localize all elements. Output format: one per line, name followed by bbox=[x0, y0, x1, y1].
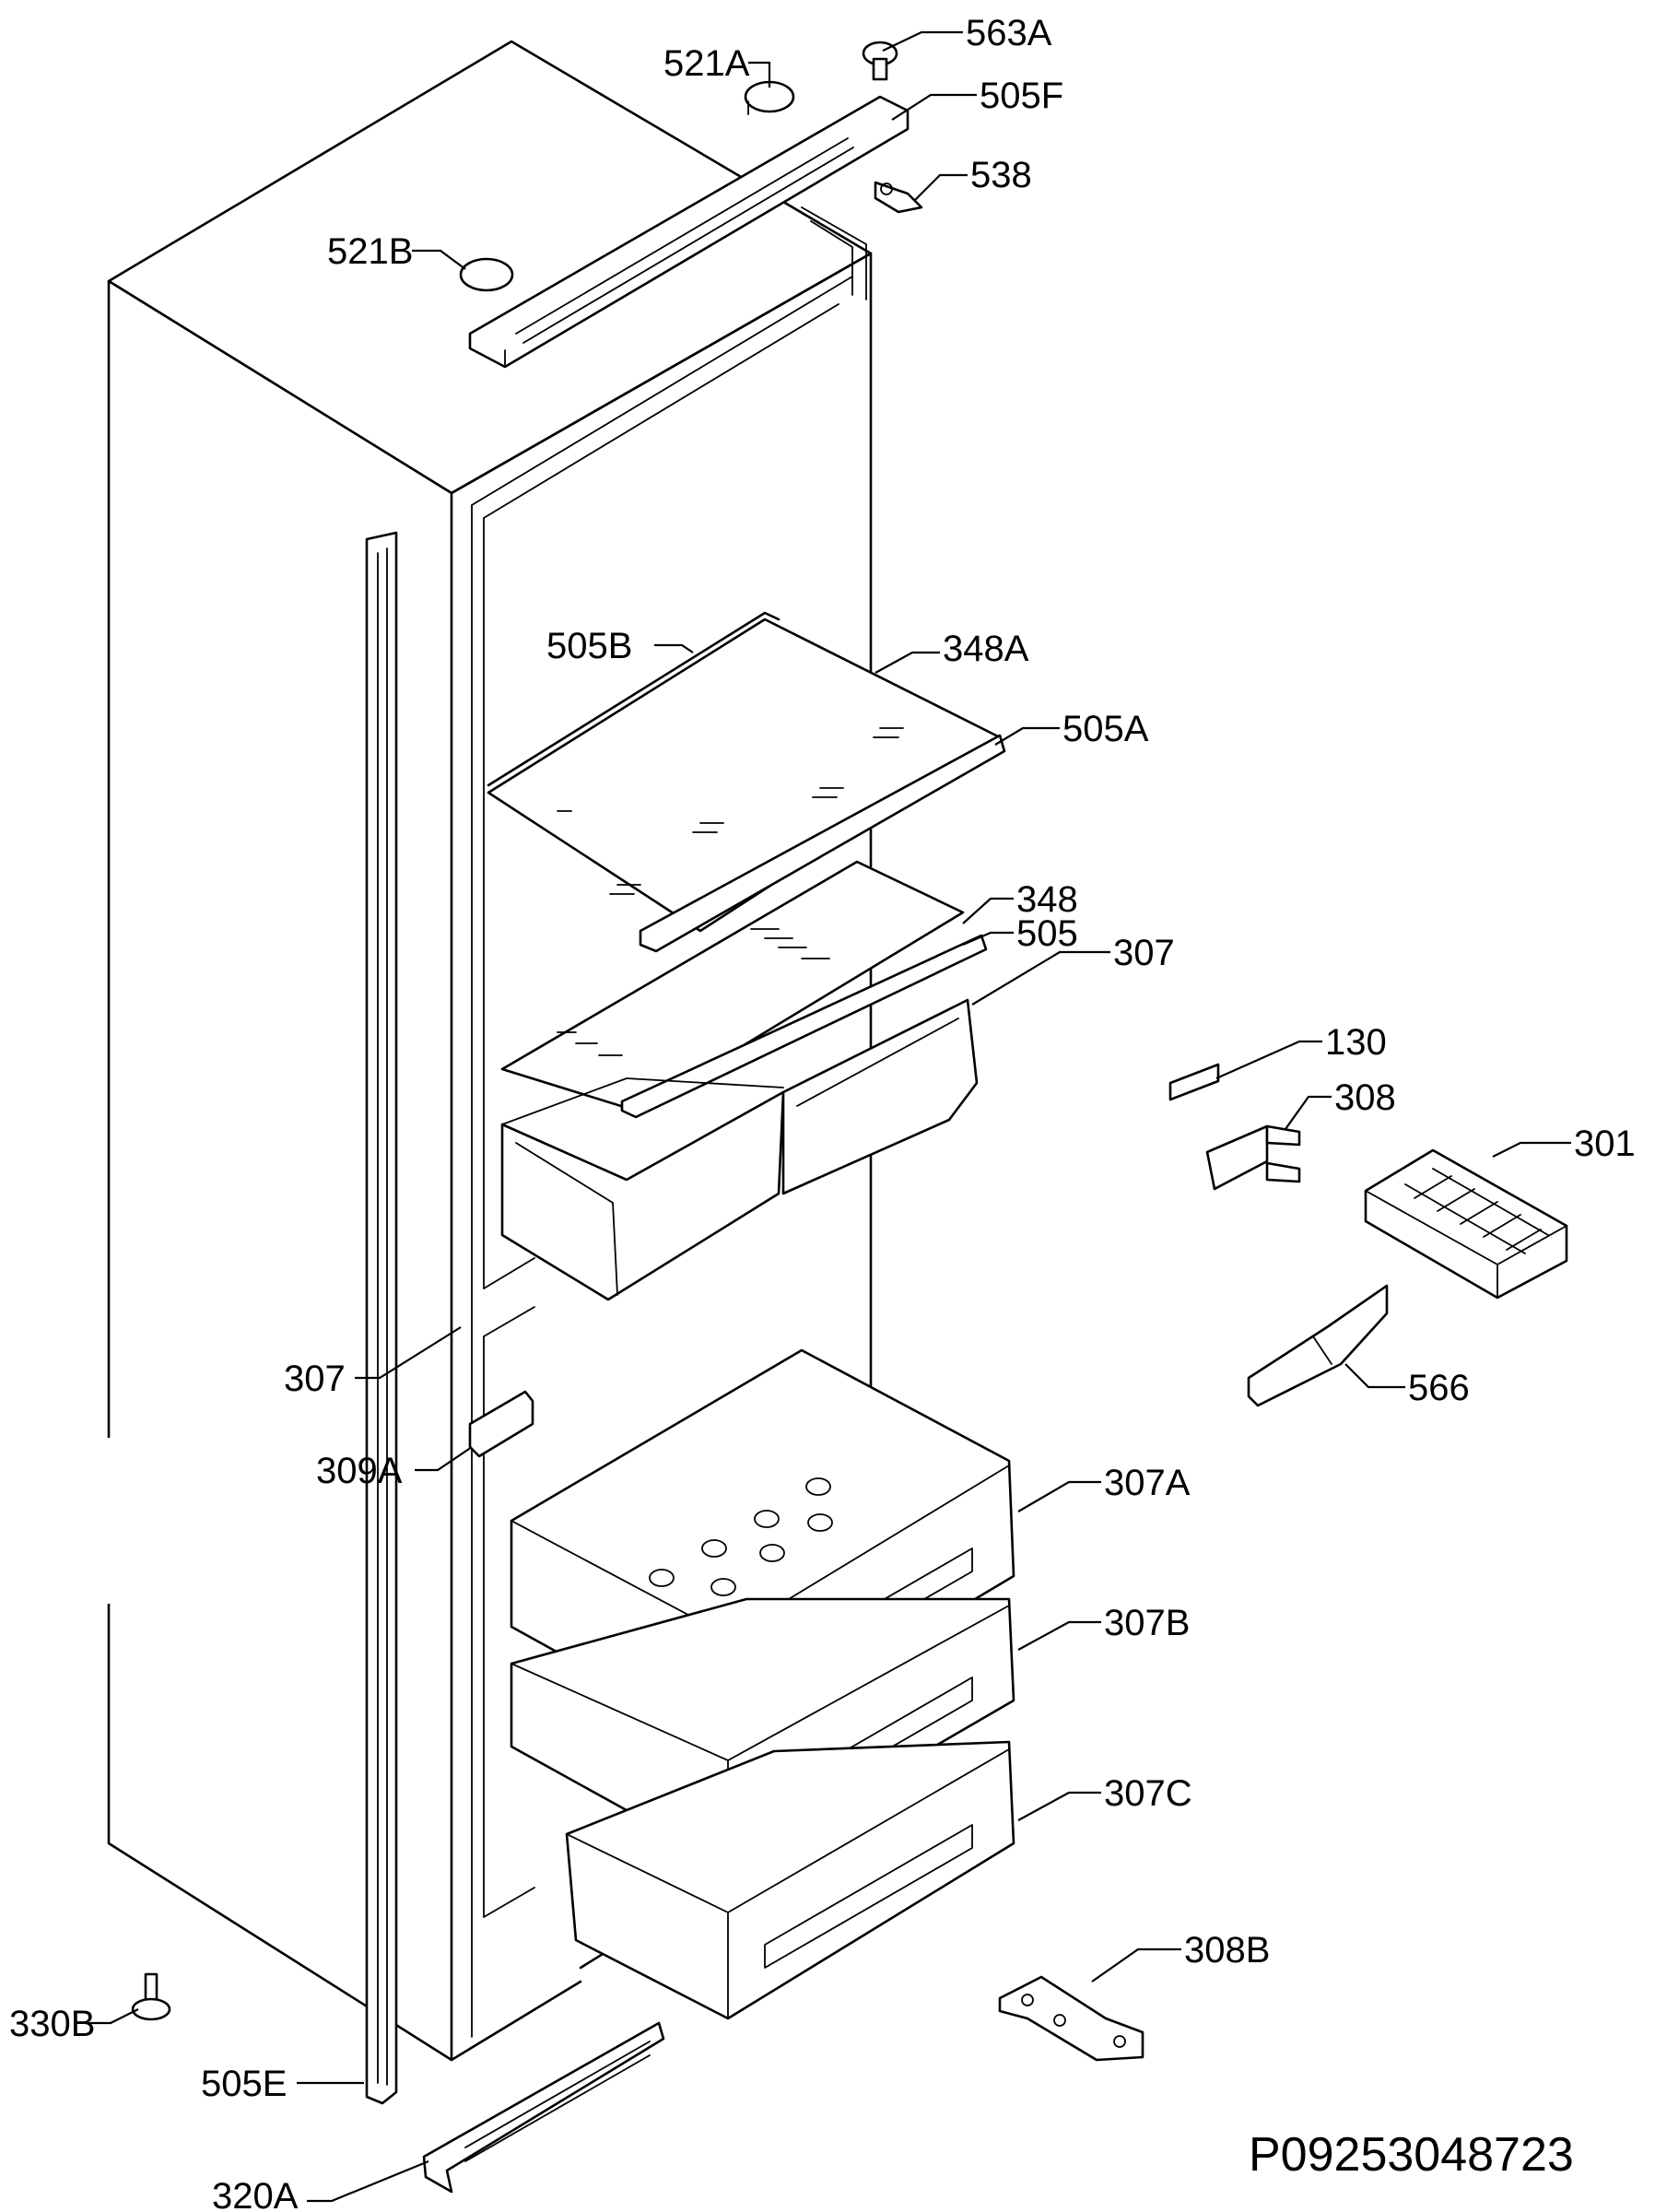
label-307B: 307B bbox=[1104, 1603, 1190, 1643]
drawing-number: P09253048723 bbox=[1249, 2128, 1574, 2182]
interior-back-corner-2 bbox=[810, 220, 853, 296]
opening-lower-top bbox=[483, 1306, 535, 1337]
rail-slot bbox=[515, 137, 849, 335]
label-521B: 521B bbox=[327, 231, 413, 272]
label-308: 308 bbox=[1334, 1077, 1396, 1118]
drawer-307-right bbox=[781, 998, 979, 1195]
label-307-top: 307 bbox=[1113, 933, 1175, 973]
drawer-307-rim bbox=[501, 1077, 784, 1125]
cabinet-front-bottom bbox=[450, 1980, 582, 2062]
shelf-348A-front-trim-505A bbox=[639, 734, 1006, 953]
scraper-body bbox=[1247, 1284, 1389, 1407]
cabinet-side bbox=[107, 279, 453, 2062]
hinge-308-tab-2 bbox=[1265, 1161, 1301, 1183]
label-521A: 521A bbox=[663, 43, 750, 84]
label-301: 301 bbox=[1574, 1124, 1636, 1164]
drawer-307B-body bbox=[510, 1597, 1015, 1868]
label-308B: 308B bbox=[1184, 1930, 1270, 1971]
rail-slot-2 bbox=[522, 147, 854, 344]
label-566: 566 bbox=[1408, 1368, 1470, 1408]
hinge-308B-plate bbox=[998, 1975, 1144, 2062]
screw-563A bbox=[862, 41, 898, 81]
shelf-348A-back-trim-505B bbox=[487, 611, 781, 787]
pivot-538-hole bbox=[880, 182, 893, 195]
ice-tray-301 bbox=[1364, 1148, 1568, 1300]
label-505F: 505F bbox=[980, 76, 1063, 116]
label-505A: 505A bbox=[1062, 709, 1149, 749]
drawer-307-right-rim bbox=[796, 1018, 959, 1107]
glass-shelf-348 bbox=[500, 860, 988, 1119]
cap-521B-body bbox=[459, 257, 514, 292]
grille-slots bbox=[464, 2041, 651, 2162]
crisper-drawers-307 bbox=[500, 998, 979, 1301]
pivot-538 bbox=[874, 181, 923, 214]
hinge-308B-hole-1 bbox=[1021, 1994, 1034, 2006]
part-labels: 563A 521A 505F 538 521B 505B 348A 505A 3… bbox=[9, 13, 1636, 2212]
label-307-left: 307 bbox=[284, 1359, 346, 1399]
freezer-drawer-307C bbox=[565, 1740, 1015, 2020]
label-505B: 505B bbox=[546, 626, 632, 666]
label-348: 348 bbox=[1016, 879, 1078, 920]
screw-330B-head bbox=[131, 1997, 171, 2021]
gasket-strip bbox=[365, 531, 398, 2105]
label-130: 130 bbox=[1325, 1022, 1387, 1063]
shelf-348-front-trim-505 bbox=[620, 934, 988, 1119]
ice-scraper-566 bbox=[1247, 1284, 1389, 1407]
hinge-308-plate bbox=[1205, 1124, 1269, 1191]
frame-inner-top bbox=[471, 276, 853, 506]
label-563A: 563A bbox=[966, 13, 1052, 53]
shelf-348-glass bbox=[500, 860, 965, 1112]
opening-upper-bottom bbox=[483, 1257, 535, 1289]
hinge-308 bbox=[1205, 1124, 1301, 1191]
pivot-538-body bbox=[874, 181, 923, 214]
door-gasket-505E bbox=[365, 531, 398, 2105]
opening-lower bbox=[483, 1335, 535, 1918]
label-348A: 348A bbox=[943, 629, 1029, 669]
scraper-fold bbox=[1312, 1335, 1332, 1365]
label-320A: 320A bbox=[212, 2176, 299, 2212]
label-538: 538 bbox=[970, 155, 1032, 195]
hinge-308B bbox=[998, 1975, 1144, 2062]
hinge-308-tab-1 bbox=[1265, 1124, 1301, 1147]
kick-grille-320A bbox=[422, 2021, 665, 2194]
clip-309A-body bbox=[468, 1390, 534, 1458]
screw-330B bbox=[131, 1972, 171, 2021]
label-330B: 330B bbox=[9, 2004, 95, 2044]
label-505: 505 bbox=[1016, 913, 1078, 954]
top-rail-505F bbox=[468, 95, 910, 369]
glass-marks-2 bbox=[557, 928, 830, 1056]
glass-shelf-348A bbox=[487, 611, 1006, 953]
clip-309A bbox=[468, 1390, 534, 1458]
interior-back-corner bbox=[801, 206, 867, 300]
cap-521B bbox=[459, 257, 514, 292]
part-130 bbox=[1168, 1063, 1220, 1101]
glass-marks-1 bbox=[557, 727, 904, 895]
ice-tray-cells bbox=[1404, 1168, 1549, 1254]
drawer-307-left bbox=[500, 1090, 785, 1301]
drawer-307-edge bbox=[515, 1142, 618, 1296]
label-309A: 309A bbox=[316, 1451, 403, 1491]
label-307C: 307C bbox=[1104, 1773, 1192, 1814]
ice-tray-body bbox=[1364, 1148, 1568, 1300]
leader-lines bbox=[85, 30, 1571, 2203]
label-505E: 505E bbox=[201, 2064, 287, 2104]
label-307A: 307A bbox=[1104, 1463, 1191, 1503]
hinge-308B-hole-3 bbox=[1113, 2035, 1126, 2048]
hinge-308B-hole-2 bbox=[1053, 2014, 1066, 2027]
drawer-307C-handle bbox=[764, 1824, 973, 1969]
screw-563A-shank bbox=[872, 57, 888, 81]
opening-upper-top bbox=[483, 303, 839, 519]
drawer-307A-holes bbox=[649, 1477, 833, 1596]
grille-body bbox=[422, 2021, 665, 2194]
